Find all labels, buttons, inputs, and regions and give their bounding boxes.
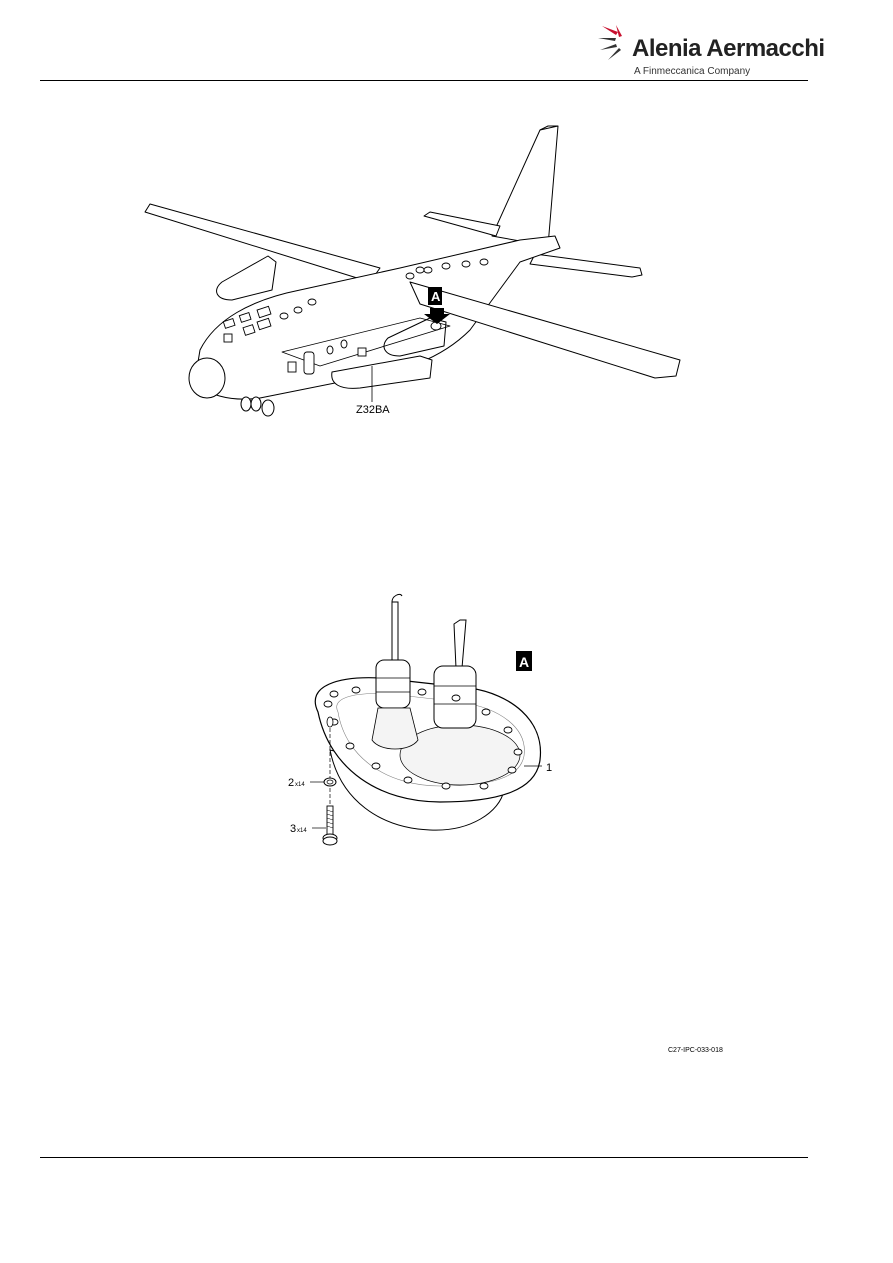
detail-a-illustration: A 1 2 x14 3 x14: [288, 593, 552, 846]
detail-marker-box-2: [516, 651, 532, 671]
propeller-swoosh-icon: [598, 25, 622, 60]
down-arrow-icon: [424, 308, 450, 324]
callout-2-number: 2: [288, 777, 294, 789]
brand-tagline: A Finmeccanica Company: [634, 66, 751, 77]
detail-marker-bottom: A: [519, 654, 529, 670]
callout-2-qty: x14: [295, 782, 305, 788]
zone-label: Z32BA: [356, 404, 390, 416]
callout-3-qty: x14: [297, 828, 307, 834]
callout-1-number: 1: [546, 762, 552, 774]
detail-marker-top: A: [431, 289, 441, 304]
company-logo: [596, 22, 796, 80]
callout-3-number: 3: [290, 823, 296, 835]
figure-reference: C27-IPC-033-018: [668, 1047, 723, 1054]
header-rule: [40, 80, 808, 81]
brand-name: Alenia Aermacchi: [632, 35, 825, 62]
aircraft-illustration: A Z32BA: [144, 125, 681, 417]
footer-rule: [40, 1157, 808, 1158]
detail-marker-box: [428, 287, 442, 305]
